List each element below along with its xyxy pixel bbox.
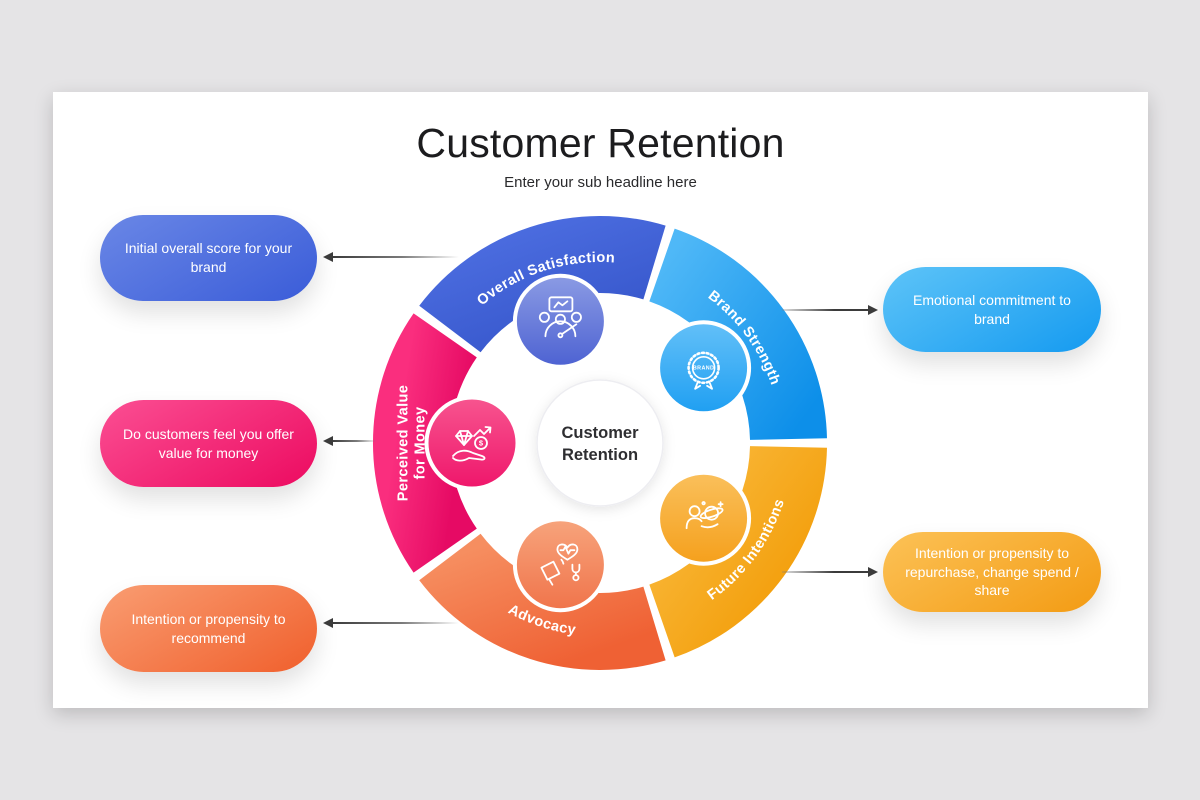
segment-label-perceived-value: Perceived Value for Money	[396, 385, 429, 501]
future-vision-icon	[685, 501, 724, 530]
svg-text:Perceived Value: Perceived Value	[396, 385, 412, 501]
arrow-head-icon	[868, 305, 878, 315]
callout-emotional-commitment: Emotional commitment to brand	[883, 267, 1101, 352]
arrow-line	[332, 440, 377, 442]
brand-badge-icon: BRAND	[687, 351, 720, 390]
retention-wheel: Overall Satisfaction Brand Strength Futu…	[370, 213, 830, 673]
arrow-head-icon	[868, 567, 878, 577]
segment-future-intentions	[648, 445, 827, 658]
arrow-head-icon	[323, 618, 333, 628]
arrow-head-icon	[323, 436, 333, 446]
svg-text:$: $	[479, 439, 484, 448]
arrow-line	[782, 571, 869, 573]
arrow-line	[332, 622, 459, 624]
segment-brand-strength	[648, 228, 827, 441]
segment-advocacy	[419, 533, 666, 671]
advocacy-icon-circle	[512, 517, 608, 613]
page-subtitle: Enter your sub headline here	[504, 174, 697, 191]
retention-wheel-svg: Overall Satisfaction Brand Strength Futu…	[373, 215, 827, 671]
callout-text: Intention or propensity to repurchase, c…	[905, 544, 1079, 599]
center-label: Customer Retention	[561, 424, 639, 464]
segment-overall-satisfaction	[419, 215, 666, 353]
callout-text: Initial overall score for your brand	[124, 240, 293, 275]
callout-repurchase: Intention or propensity to repurchase, c…	[883, 532, 1101, 612]
slide: Customer Retention Enter your sub headli…	[53, 92, 1148, 708]
svg-text:for Money: for Money	[413, 407, 429, 480]
page-title: Customer Retention	[416, 120, 785, 166]
brand-icon-circle	[656, 320, 752, 416]
value-hand-icon: $	[452, 426, 492, 462]
callout-value-for-money: Do customers feel you offer value for mo…	[100, 400, 317, 487]
center-circle	[536, 379, 664, 507]
callout-recommend: Intention or propensity to recommend	[100, 585, 317, 672]
callout-text: Do customers feel you offer value for mo…	[123, 425, 294, 461]
callout-text: Emotional commitment to brand	[913, 291, 1071, 327]
arrow-head-icon	[323, 252, 333, 262]
arrow-line	[782, 309, 869, 311]
value-icon-circle	[424, 395, 520, 491]
segment-perceived-value	[373, 313, 478, 573]
arrow-line	[332, 256, 459, 258]
callout-text: Intention or propensity to recommend	[131, 610, 286, 646]
satisfaction-gauge-icon	[538, 296, 582, 339]
advocacy-megaphone-icon	[540, 543, 581, 586]
callout-initial-score: Initial overall score for your brand	[100, 215, 317, 301]
svg-text:BRAND: BRAND	[693, 366, 714, 372]
